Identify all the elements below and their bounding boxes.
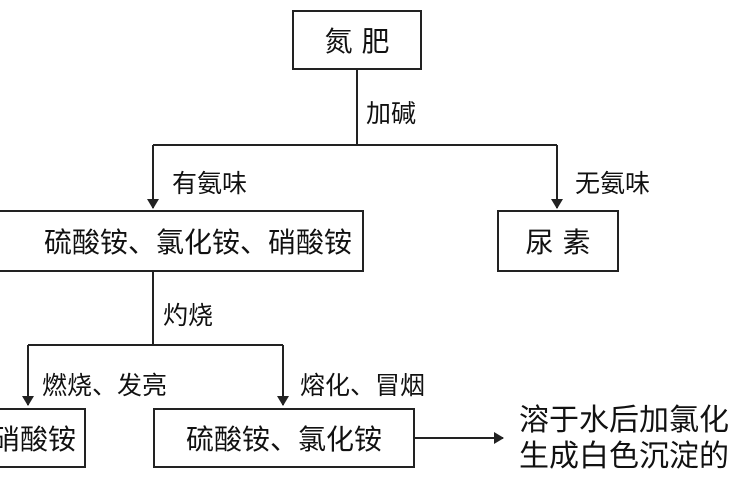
two-salts-label: 硫酸铵、氯化铵 (185, 423, 382, 456)
box-ammonium-nitrate: 硝酸铵 (0, 408, 86, 468)
root-label: 氮 肥 (324, 25, 390, 58)
edge-label-add-base: 加碱 (366, 99, 417, 128)
urea-label: 尿 素 (525, 226, 591, 259)
edge-label-burn: 灼烧 (163, 301, 214, 330)
edge-label-burn-bright: 燃烧、发亮 (42, 371, 168, 400)
edge-label-melt-smoke: 熔化、冒烟 (300, 371, 426, 400)
root-box-nitrogen-fertilizer: 氮 肥 (292, 10, 422, 70)
box-urea: 尿 素 (497, 210, 619, 272)
edge-label-no-ammonia-smell: 无氨味 (575, 169, 651, 198)
result-line-2: 生成白色沉淀的 (519, 439, 729, 474)
result-text: 溶于水后加氯化 生成白色沉淀的 (519, 403, 729, 475)
box-two-ammonium-salts: 硫酸铵、氯化铵 (153, 408, 415, 468)
ammonium-nitrate-label: 硝酸铵 (0, 423, 76, 456)
three-salts-label: 硫酸铵、氯化铵、硝酸铵 (43, 226, 352, 259)
result-line-1: 溶于水后加氯化 (519, 403, 729, 438)
box-three-ammonium-salts: 硫酸铵、氯化铵、硝酸铵 (0, 210, 364, 272)
edge-label-ammonia-smell: 有氨味 (172, 169, 248, 198)
